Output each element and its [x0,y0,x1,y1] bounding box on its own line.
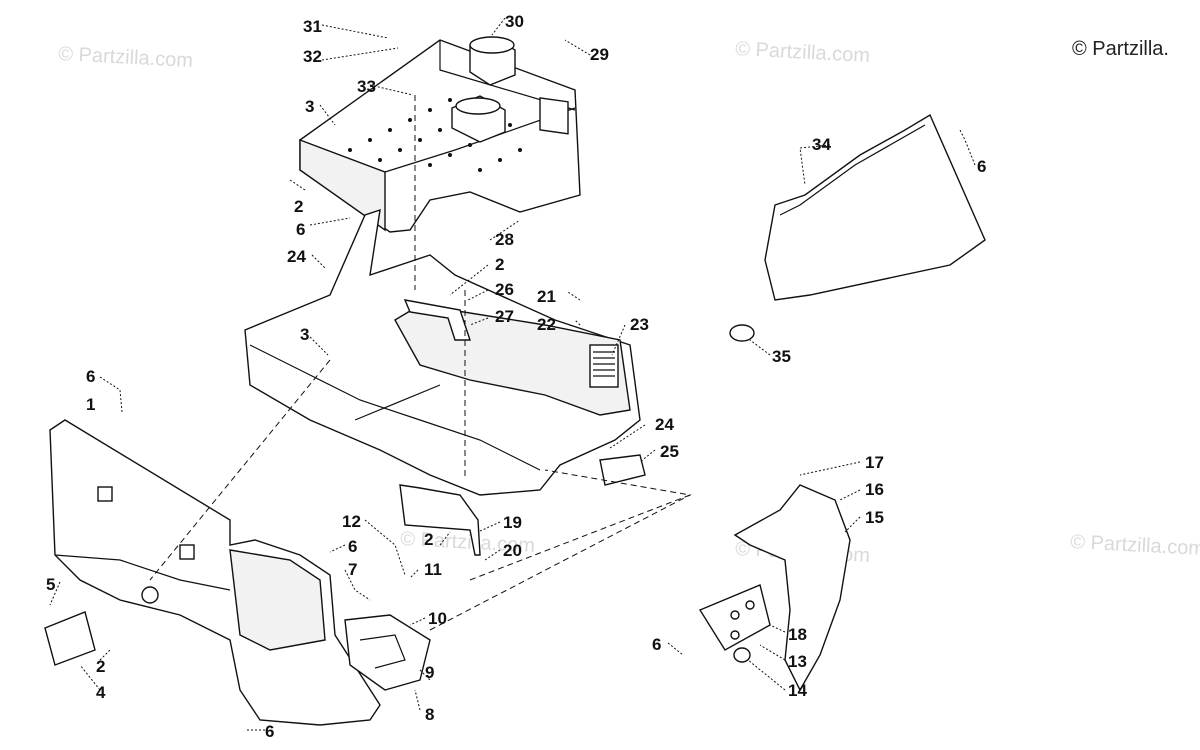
part-17-mudflap [698,484,851,692]
part-29-decal [539,97,569,135]
callout-31: 31 [303,17,322,36]
callout-13: 13 [788,652,807,671]
part-4-plate [44,611,96,666]
callout-27: 27 [495,307,514,326]
callout-14: 14 [788,681,807,700]
part-19-bracket [399,484,481,556]
callout-29: 29 [590,45,609,64]
callout-20: 20 [503,541,522,560]
callout-4: 4 [96,683,106,702]
callout-6-left: 6 [86,367,95,386]
part-27-bracket [403,299,471,341]
callout-8: 8 [425,705,434,724]
callout-6-mudflap: 6 [652,635,661,654]
tray-holes [348,98,522,172]
callout-26: 26 [495,280,514,299]
callout-6-right: 6 [977,157,986,176]
part-30-cup-holder [451,36,516,143]
part-14-grommet [733,647,751,663]
callout-33: 33 [357,77,376,96]
watermarks: © Partzilla.com © Partzilla.com © Partzi… [58,38,1200,567]
callout-9: 9 [425,663,434,682]
callout-6-top: 6 [296,220,305,239]
callout-19: 19 [503,513,522,532]
callout-24-top: 24 [287,247,306,266]
callout-10: 10 [428,609,447,628]
part-8-inner [359,634,406,669]
callout-23: 23 [630,315,649,334]
watermark-text: © Partzilla.com [1070,531,1200,560]
copyright-notice: © Partzilla. [1072,38,1169,60]
callout-labels: 31 32 30 29 33 3 2 6 24 28 2 26 27 21 22… [46,12,986,741]
part-35-clip-ring [729,324,755,342]
part-8-bracket [344,614,431,691]
callout-17: 17 [865,453,884,472]
callout-34: 34 [812,135,831,154]
callout-21: 21 [537,287,556,306]
part-25-bracket [599,454,646,486]
callout-2-mid: 2 [495,255,504,274]
callout-5: 5 [46,575,55,594]
callout-2-bottom: 2 [96,657,105,676]
watermark-text: © Partzilla.com [735,38,871,67]
callout-15: 15 [865,508,884,527]
callout-3-mid: 3 [300,325,309,344]
callout-3-top: 3 [305,97,314,116]
callout-32: 32 [303,47,322,66]
callout-2-top: 2 [294,197,303,216]
part-34-flap [764,113,986,301]
leader-lines [49,17,976,731]
callout-30: 30 [505,12,524,31]
callout-16: 16 [865,480,884,499]
alignment-lines [149,95,692,631]
callout-18: 18 [788,625,807,644]
callout-22: 22 [537,315,556,334]
callout-2-bracket: 2 [424,530,433,549]
callout-1: 1 [86,395,95,414]
callout-25: 25 [660,442,679,461]
part-23-label-panel [589,344,619,388]
watermark-text: © Partzilla.com [58,43,194,72]
callout-11: 11 [424,560,442,579]
callout-6-center: 6 [348,537,357,556]
part-1-front-panel [49,419,381,726]
callout-35: 35 [772,347,791,366]
callout-24-right: 24 [655,415,674,434]
callout-28: 28 [495,230,514,249]
part-28-upper-tray [299,39,581,233]
callout-12: 12 [342,512,361,531]
callout-7: 7 [348,560,357,579]
callout-6-bottom: 6 [265,722,274,741]
